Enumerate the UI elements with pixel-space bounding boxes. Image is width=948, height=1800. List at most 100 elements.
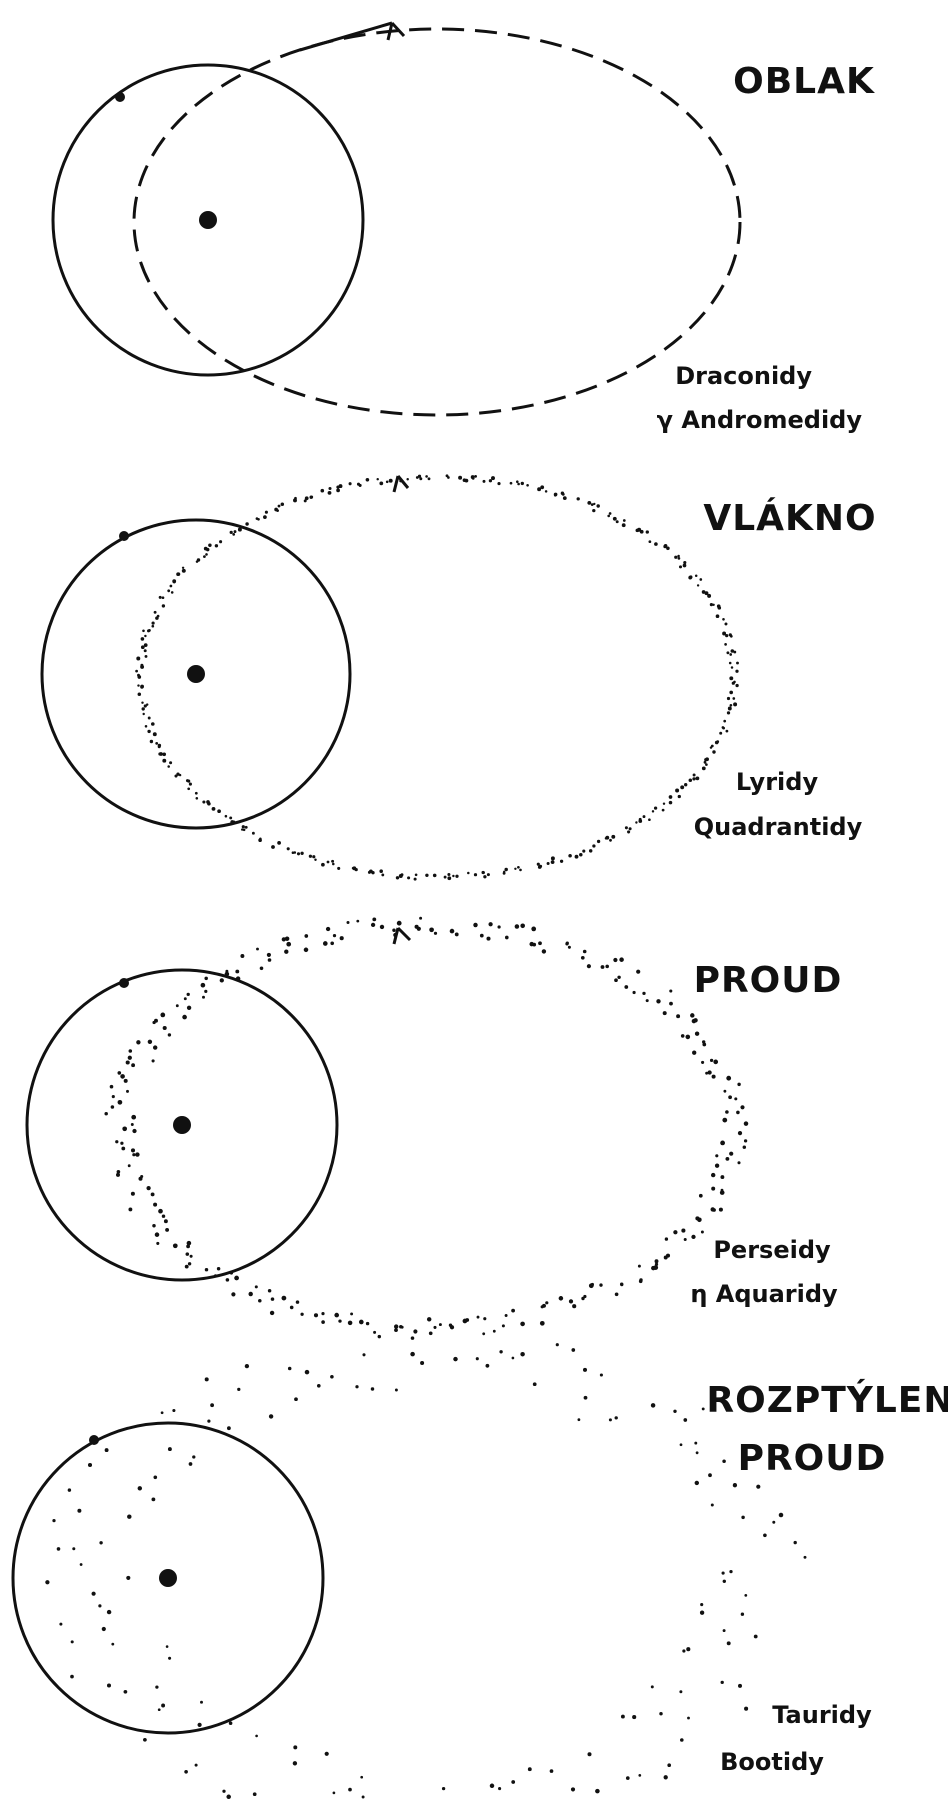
shower-name-2: Quadrantidy <box>694 813 863 841</box>
meteor-dot <box>491 476 495 481</box>
meteor-dot <box>467 871 470 875</box>
meteor-dot <box>735 669 739 673</box>
meteor-dot <box>667 1763 672 1768</box>
meteor-dot <box>413 877 417 881</box>
meteor-dot <box>772 1520 776 1524</box>
meteor-dot <box>635 821 638 824</box>
meteor-dot <box>45 1580 50 1585</box>
meteor-dot <box>744 1706 749 1711</box>
meteor-dot <box>488 479 493 483</box>
meteor-dot <box>732 1483 738 1488</box>
meteor-dot <box>127 1164 131 1168</box>
shower-name-1: Lyridy <box>736 768 819 796</box>
meteor-dot <box>702 1040 706 1044</box>
meteor-dot <box>131 1063 136 1068</box>
meteor-dot <box>546 861 550 866</box>
meteor-dot <box>358 1319 364 1325</box>
meteor-dot <box>204 1377 209 1382</box>
meteor-dot <box>227 1426 231 1431</box>
meteor-dot <box>413 1329 418 1334</box>
meteor-dot <box>321 1312 325 1316</box>
meteor-dot <box>379 481 384 486</box>
meteor-dot <box>519 868 522 872</box>
meteor-dot <box>167 765 170 768</box>
meteor-dot <box>674 555 678 559</box>
meteor-dot <box>539 1320 545 1326</box>
meteor-dot <box>222 1789 226 1793</box>
meteor-dot <box>677 794 681 799</box>
meteor-dot <box>720 1175 725 1180</box>
meteor-dot <box>181 566 185 569</box>
meteor-dot <box>544 490 548 493</box>
meteor-dot <box>376 477 379 481</box>
meteor-dot <box>420 1360 425 1366</box>
meteor-dot <box>718 1207 723 1212</box>
meteor-dot <box>146 1185 151 1191</box>
meteor-dot <box>244 825 248 829</box>
meteor-dot <box>683 1237 687 1242</box>
meteor-dot <box>350 1312 354 1316</box>
meteor-dot <box>372 917 377 922</box>
meteor-dot <box>474 475 477 478</box>
meteor-dot <box>687 1716 690 1720</box>
meteor-dot <box>140 645 145 650</box>
meteor-dot <box>316 1383 321 1388</box>
meteor-dot <box>356 482 361 486</box>
meteor-dot <box>186 1240 192 1246</box>
meteor-dot <box>130 1191 135 1196</box>
earth-dot <box>119 531 129 541</box>
meteor-dot <box>188 782 192 786</box>
meteor-dot <box>625 1776 630 1780</box>
panel-rozptyleny-proud: ROZPTÝLENÝ PROUD Tauridy Bootidy <box>11 1325 948 1800</box>
meteor-dot <box>259 837 262 840</box>
meteor-dot <box>303 499 307 503</box>
meteor-dot <box>599 1283 603 1287</box>
meteor-dot <box>645 530 649 534</box>
meteor-dot <box>654 1259 659 1264</box>
meteor-dot <box>266 952 271 957</box>
meteor-dot <box>663 544 668 548</box>
meteor-dot <box>719 1190 725 1195</box>
meteor-dot <box>726 696 731 701</box>
meteor-dot <box>143 704 147 708</box>
meteor-dot <box>486 873 490 877</box>
meteor-dot <box>614 978 618 983</box>
meteor-dot <box>702 1042 707 1047</box>
meteor-dot <box>737 1161 741 1165</box>
meteor-dot <box>433 1325 437 1329</box>
meteor-dot <box>675 788 680 793</box>
meteor-dot <box>104 1448 109 1453</box>
meteor-dot <box>175 1004 179 1008</box>
meteor-dot <box>592 508 596 513</box>
meteor-dot <box>416 926 421 931</box>
meteor-dot <box>695 1451 699 1455</box>
meteor-dot <box>143 643 148 647</box>
meteor-dot <box>370 1387 375 1391</box>
meteor-dot <box>650 1685 654 1689</box>
meteor-dot <box>395 876 400 880</box>
meteor-dot <box>150 1192 155 1197</box>
earth-dot <box>89 1435 99 1445</box>
meteor-dot <box>447 876 452 881</box>
meteor-dot <box>324 1751 329 1756</box>
meteor-dot <box>205 553 208 556</box>
meteor-dot <box>705 757 709 762</box>
meteor-dot <box>237 527 242 532</box>
meteor-dot <box>151 1059 155 1063</box>
meteor-dot <box>722 631 727 636</box>
meteor-dot <box>234 1275 239 1281</box>
meteor-dot <box>156 1241 160 1245</box>
meteor-dot <box>701 766 706 771</box>
meteor-dot <box>592 844 596 848</box>
meteor-dot <box>593 502 596 506</box>
meteor-dot <box>737 1082 741 1087</box>
meteor-dot <box>365 478 370 482</box>
meteor-dot <box>645 999 649 1003</box>
meteor-dot <box>229 816 233 820</box>
meteor-dot <box>725 1110 729 1114</box>
meteor-dot <box>332 1791 336 1795</box>
meteor-dot <box>369 869 373 874</box>
meteor-dot <box>433 931 438 935</box>
meteor-dot <box>312 855 316 859</box>
